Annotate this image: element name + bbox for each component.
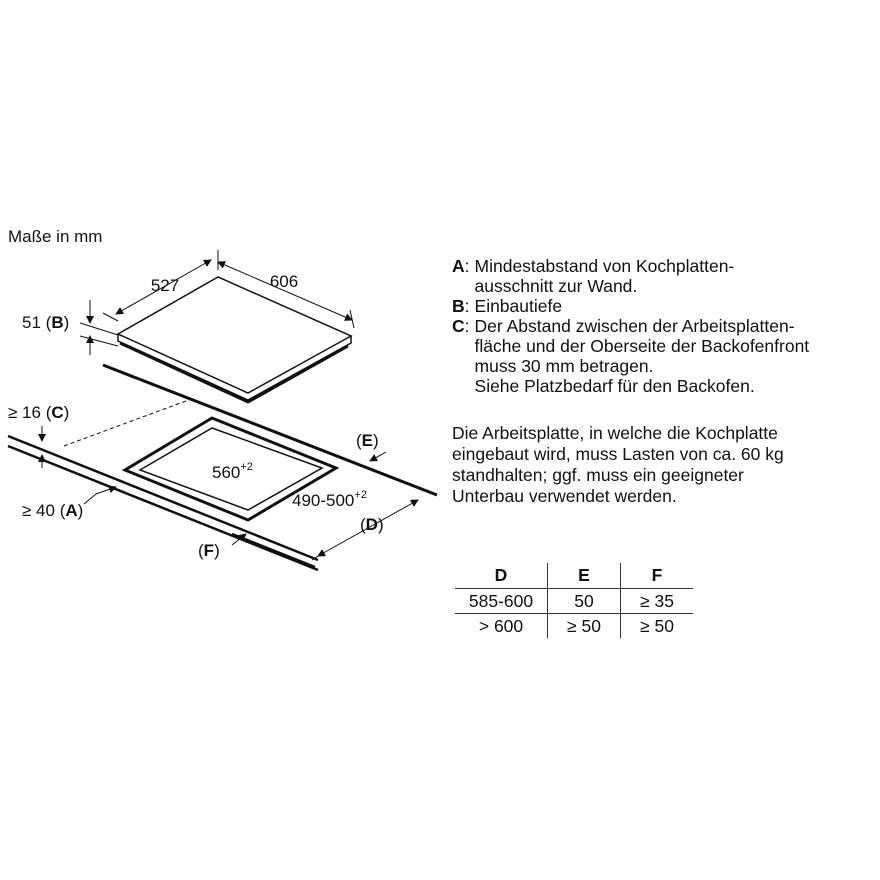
dimension-depth-label: 527	[151, 276, 179, 295]
dimension-width-label: 606	[270, 272, 298, 291]
legend-key: B	[452, 296, 465, 316]
table-row: 585-600 50 ≥ 35	[455, 588, 693, 614]
legend-item-a: A: Mindestabstand von Kochplatten- aussc…	[452, 256, 872, 296]
table-header-f: F	[620, 563, 693, 589]
table-cell: ≥ 35	[620, 588, 693, 614]
cooktop-dimension-lines	[79, 250, 355, 355]
table-cell: > 600	[455, 613, 548, 638]
legend: A: Mindestabstand von Kochplatten- aussc…	[452, 256, 872, 396]
dimension-f-arrow	[231, 533, 247, 546]
table-cell: ≥ 50	[620, 613, 693, 638]
table-cell: 585-600	[455, 588, 548, 614]
gap-c-label: ≥ 16 (C)	[8, 403, 69, 422]
legend-item-b: B: Einbautiefe	[452, 296, 872, 316]
table-header-e: E	[547, 563, 621, 589]
dimension-d-label: (D)	[360, 515, 384, 534]
cutout-depth-label: 490-500+2	[292, 489, 367, 510]
dimension-e-label: (E)	[356, 431, 379, 450]
cutout	[121, 416, 340, 522]
units-note: Maße in mm	[8, 227, 102, 246]
legend-key: A	[452, 256, 465, 276]
dimension-f-label: (F)	[198, 541, 220, 560]
clearance-table: D E F 585-600 50 ≥ 35 > 600 ≥ 50 ≥ 50	[455, 563, 693, 638]
dimension-d-arrow	[311, 499, 419, 561]
table-header-d: D	[455, 563, 548, 589]
dimension-height-label: 51 (B)	[22, 313, 69, 332]
gap-a-label: ≥ 40 (A)	[22, 501, 83, 520]
legend-item-c: C: Der Abstand zwischen der Arbeitsplatt…	[452, 316, 872, 396]
table-cell: 50	[547, 588, 621, 614]
gap-a-dimension	[83, 485, 117, 505]
table-cell: ≥ 50	[547, 613, 621, 638]
legend-text: Der Abstand zwischen der Arbeitsplatten-…	[474, 316, 810, 396]
legend-key: C	[452, 316, 465, 336]
load-note: Die Arbeitsplatte, in welche die Kochpla…	[452, 423, 784, 506]
worktop	[7, 363, 438, 572]
legend-text: Mindestabstand von Kochplatten- ausschni…	[474, 256, 735, 296]
cutout-width-label: 560+2	[212, 461, 253, 482]
dimension-e-arrow	[369, 451, 387, 462]
table-row: > 600 ≥ 50 ≥ 50	[455, 613, 693, 638]
legend-text: Einbautiefe	[474, 296, 563, 316]
table-header-row: D E F	[455, 563, 693, 589]
